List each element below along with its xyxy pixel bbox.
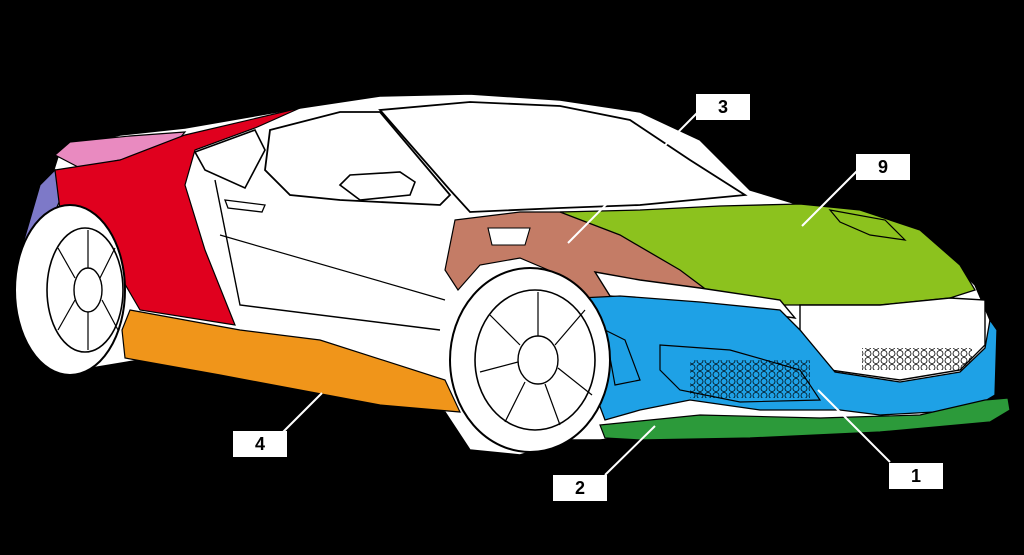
side-mirror (338, 171, 416, 201)
leader-lines (282, 109, 891, 476)
callout-9: 9 (856, 154, 910, 180)
callout-2-text: 2 (574, 478, 585, 498)
leader-line-4 (282, 392, 323, 433)
door-crease (219, 234, 446, 301)
callout-1-text: 1 (910, 466, 921, 486)
intake-mesh (690, 360, 810, 398)
grille-mesh (862, 348, 972, 370)
callout-4: 4 (233, 431, 287, 457)
callout-4-text: 4 (254, 434, 265, 454)
callout-2: 2 (553, 475, 607, 501)
callout-3: 3 (696, 94, 750, 120)
callout-1: 1 (889, 463, 943, 489)
bumper-canard (604, 328, 641, 386)
callout-9-text: 9 (877, 157, 888, 177)
callout-3-text: 3 (717, 97, 728, 117)
door-line (214, 179, 441, 331)
rear-wheel (14, 204, 126, 376)
leader-line-1 (817, 389, 891, 463)
leader-line-3 (567, 109, 701, 244)
leader-line-2 (604, 425, 656, 476)
front-wheel (449, 267, 611, 453)
rear-side-window (193, 129, 266, 190)
windshield (378, 101, 748, 213)
fender-vent (487, 227, 531, 246)
leader-line-9 (801, 169, 859, 227)
door-handle (224, 199, 266, 213)
side-skirt (121, 309, 461, 413)
hood-vent (828, 209, 907, 241)
